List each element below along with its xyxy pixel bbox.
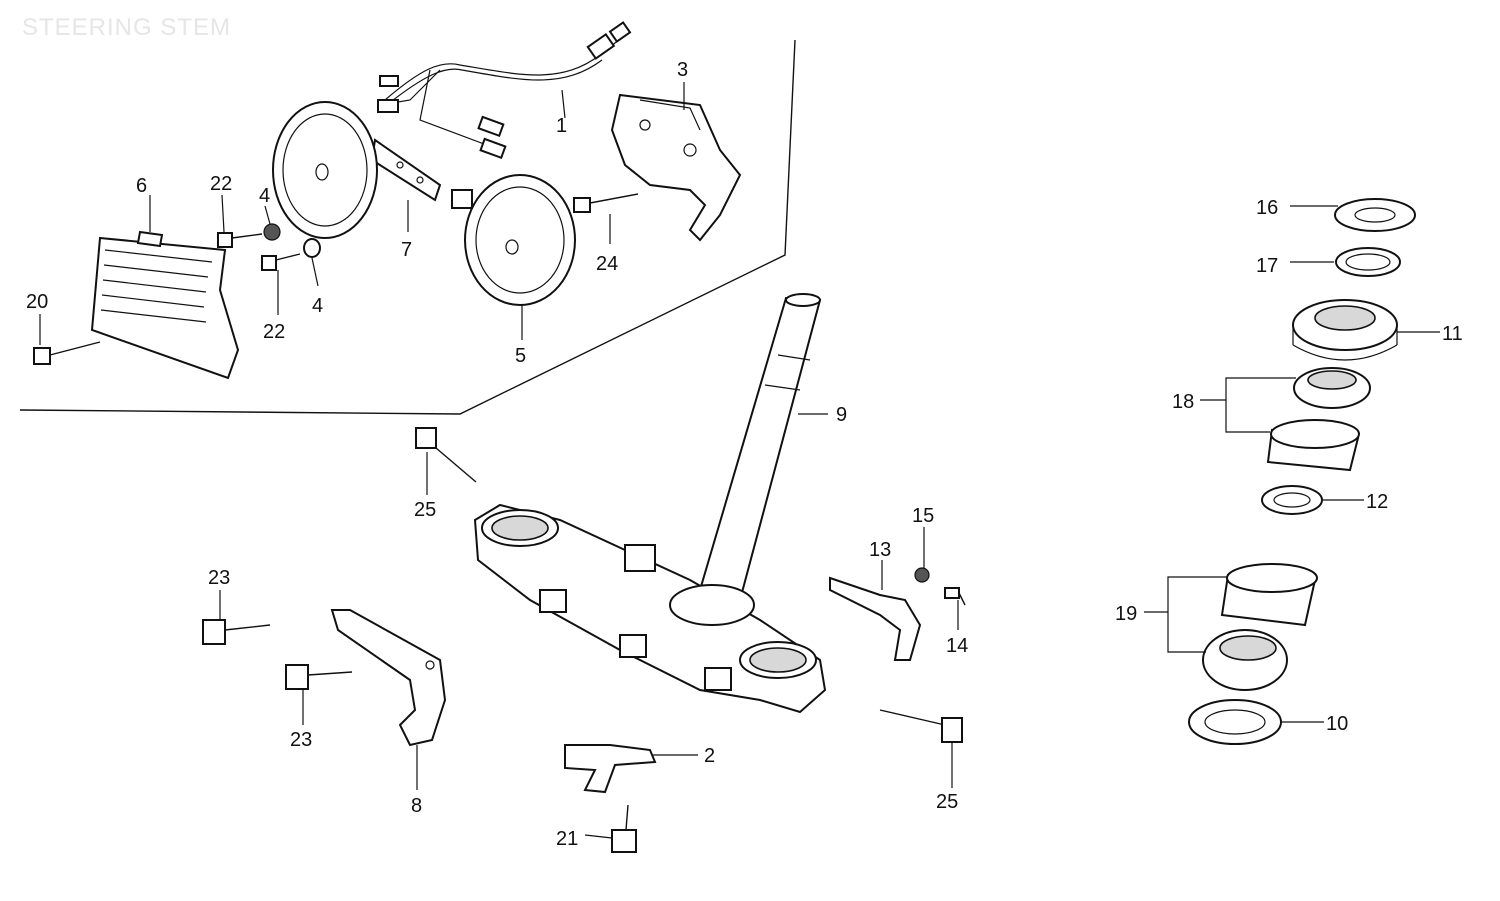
bolt-23-lower-part (285, 664, 353, 690)
callout-23-upper: 23 (208, 567, 230, 589)
callout-24: 24 (596, 253, 618, 275)
bolt-25-upper-part (415, 427, 477, 483)
callout-18: 18 (1172, 391, 1194, 413)
steering-stem-part (698, 293, 822, 602)
dust-seal-12-part (1261, 485, 1323, 515)
callout-12: 12 (1366, 491, 1388, 513)
hose-clamp-8-part (330, 609, 447, 747)
callout-23-lower: 23 (290, 729, 312, 751)
callout-3: 3 (677, 59, 688, 81)
callout-25-upper: 25 (414, 499, 436, 521)
adjusting-nut-11-part (1292, 299, 1398, 361)
bottom-bridge-part (473, 503, 827, 714)
callout-13: 13 (869, 539, 891, 561)
callout-16: 16 (1256, 197, 1278, 219)
callout-19: 19 (1115, 603, 1137, 625)
horn-bracket-part (610, 93, 742, 242)
bolt-24-part (573, 193, 639, 213)
horn-lower-part (451, 174, 576, 306)
washer-17-part (1335, 247, 1401, 277)
bolt-20-part (33, 341, 101, 365)
callout-22-lower: 22 (263, 321, 285, 343)
wire-harness-part (377, 21, 632, 160)
callout-6: 6 (136, 175, 147, 197)
washer-4-lower-part (303, 238, 321, 258)
diagram-title: STEERING STEM (22, 14, 232, 41)
callout-14: 14 (946, 635, 968, 657)
bolt-23-upper-part (202, 619, 271, 645)
callout-2: 2 (704, 745, 715, 767)
callout-5: 5 (515, 345, 526, 367)
bearing-18-part (1266, 367, 1371, 472)
callout-22-upper: 22 (210, 173, 232, 195)
callout-4-lower: 4 (312, 295, 323, 317)
horn-stay-part (370, 138, 442, 202)
leader-lines (39, 82, 1440, 839)
callout-17: 17 (1256, 255, 1278, 277)
callout-25-lower: 25 (936, 791, 958, 813)
lock-washer-16-part (1334, 198, 1416, 232)
clamp-13-part (829, 576, 922, 661)
bearing-19-part (1202, 563, 1318, 691)
callout-8: 8 (411, 795, 422, 817)
washer-4-upper-part (263, 223, 281, 241)
clip-2-part (564, 744, 657, 794)
callout-11: 11 (1442, 323, 1463, 345)
grille-cover-part (90, 230, 240, 380)
washer-15-part (914, 567, 930, 583)
dust-seal-10-part (1188, 699, 1282, 745)
callout-21: 21 (556, 828, 578, 850)
callout-15: 15 (912, 505, 934, 527)
bolt-22-lower-part (261, 253, 301, 271)
callout-20: 20 (26, 291, 48, 313)
screw-14-part (944, 587, 966, 606)
callout-10: 10 (1326, 713, 1348, 735)
callout-9: 9 (836, 404, 847, 426)
bolt-25-lower-part (879, 709, 963, 743)
callout-4-upper: 4 (259, 185, 270, 207)
bolt-21-part (611, 804, 637, 853)
horn-upper-part (272, 101, 378, 239)
bolt-22-upper-part (217, 232, 263, 248)
inset-boundary (19, 39, 796, 415)
callout-1: 1 (556, 115, 567, 137)
callout-7: 7 (401, 239, 412, 261)
